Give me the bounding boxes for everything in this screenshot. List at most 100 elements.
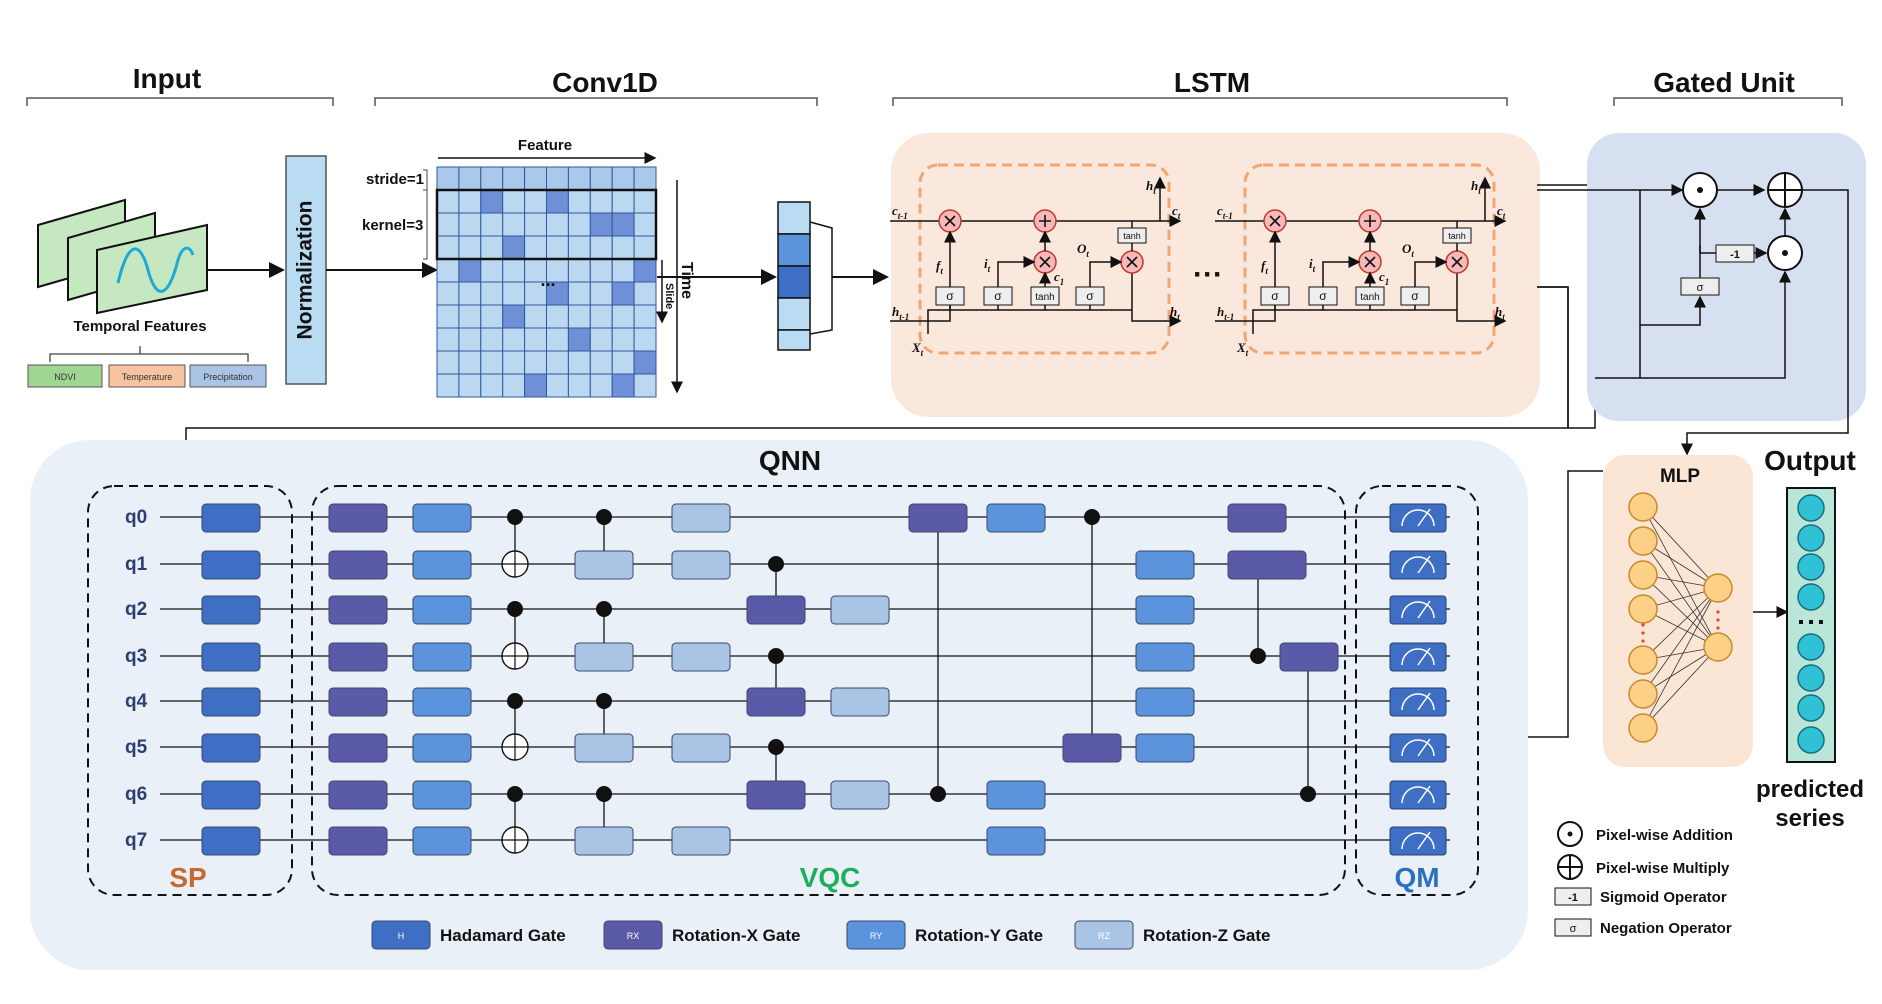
lstm-gate-label: σ [1271,289,1279,303]
rx-gate [328,780,388,810]
conv-cell [480,304,504,329]
meter-icon [1401,556,1435,574]
conv-cell [567,235,591,260]
mlp-block: MLP [1603,455,1789,767]
output-node [1797,633,1825,661]
conv-cell [436,166,460,191]
temporal-features-label: Temporal Features [73,318,206,335]
conv-cell [502,373,526,398]
label-o-t: Ot [1077,241,1089,259]
conv-cell [524,304,547,329]
ry-gate [412,780,472,810]
meter-icon [1401,648,1435,666]
operator-legend: Pixel-wise Addition Pixel-wise Multiply … [1554,821,1733,937]
conv-cell [458,212,482,237]
mlp-input-node [1628,492,1658,522]
qubit-label-q6: q6 [125,784,147,805]
control-dot [507,509,523,525]
measurement-gate [1389,550,1447,580]
conv-cell [611,327,635,352]
conv-kernel-window [435,188,658,261]
conv-cell [458,373,482,398]
output-node [1797,553,1825,581]
legend-gate-label: Hadamard Gate [440,926,566,945]
conv-cell [589,327,613,352]
controlled-rz-gate [574,642,634,672]
gated-unit-title: Gated Unit [1653,67,1795,98]
lstm-gate-label: tanh [1360,292,1379,303]
conv-cell [589,258,613,283]
legend-gate-swatch [846,920,906,950]
legend-gate-code: H [398,931,405,941]
input-title: Input [133,63,201,94]
label-i-t: it [984,256,991,274]
conv-cell [611,166,635,191]
legend-gate-swatch [371,920,431,950]
conv-cell [436,235,460,260]
control-dot [768,648,784,664]
conv-cell [546,304,569,329]
mlp-hidden-node [1703,573,1733,603]
measurement-gate [1389,733,1447,763]
conv-cell [633,281,657,306]
sp-hadamard-gate [201,503,261,533]
label-o-t: Ot [1402,241,1414,259]
control-dot [768,739,784,755]
controlled-rz-gate [574,826,634,856]
control-dot [1084,509,1100,525]
conv-cell [611,189,635,214]
conv-cell [458,327,482,352]
conv-cell [589,281,613,306]
control-dot [930,786,946,802]
controlled-rx-gate [1227,550,1307,580]
conv-cell [480,373,504,398]
label-h-t-top: ht [1471,178,1481,196]
conv-cell [480,258,504,283]
conv-cell [611,281,635,306]
feature-label: Feature [518,137,572,154]
vqc-label: VQC [800,862,861,893]
sp-hadamard-gate [201,733,261,763]
label-h-t-top: ht [1146,178,1156,196]
kernel-label: kernel=3 [362,217,423,234]
conv-cell [567,350,591,375]
legend-op-multiply: Pixel-wise Multiply [1596,860,1730,877]
lstm-ellipsis: ··· [1193,258,1223,291]
qm-region [1355,485,1479,896]
conv-cell [567,189,591,214]
mlp-network [1628,492,1733,743]
conv-cell [567,327,591,352]
conv-cell [524,235,547,260]
lstm-gate-label: σ [1319,289,1327,303]
conv-cell [436,327,460,352]
legend-op-addition: Pixel-wise Addition [1596,827,1733,844]
output-nodes [1797,494,1825,754]
conv-cell [524,373,547,398]
ry-gate [412,687,472,717]
mlp-title: MLP [1660,466,1700,487]
conv-cell [611,350,635,375]
conv-cell [567,304,591,329]
conv-cell [524,166,547,191]
vqc-region [311,485,1346,896]
conv-cell [546,350,569,375]
normalization-label: Normalization [294,201,317,340]
mlp-input-node [1628,679,1658,709]
rx-gate [328,550,388,580]
sp-hadamard-gate [201,642,261,672]
output-node [1797,524,1825,552]
conv-cell [633,327,657,352]
lstm-gate-label: σ [994,289,1002,303]
gated-unit-block: -1 σ [1537,133,1866,456]
ry-gate [1135,595,1195,625]
label-i-t: it [1309,256,1316,274]
tag-temperature: Temperature [122,372,173,382]
sigmoid-legend-icon [1554,887,1592,906]
conv-cell [611,235,635,260]
measurement-gate [1389,595,1447,625]
rx-gate [328,595,388,625]
ry-gate [412,826,472,856]
conv-cell [458,281,482,306]
